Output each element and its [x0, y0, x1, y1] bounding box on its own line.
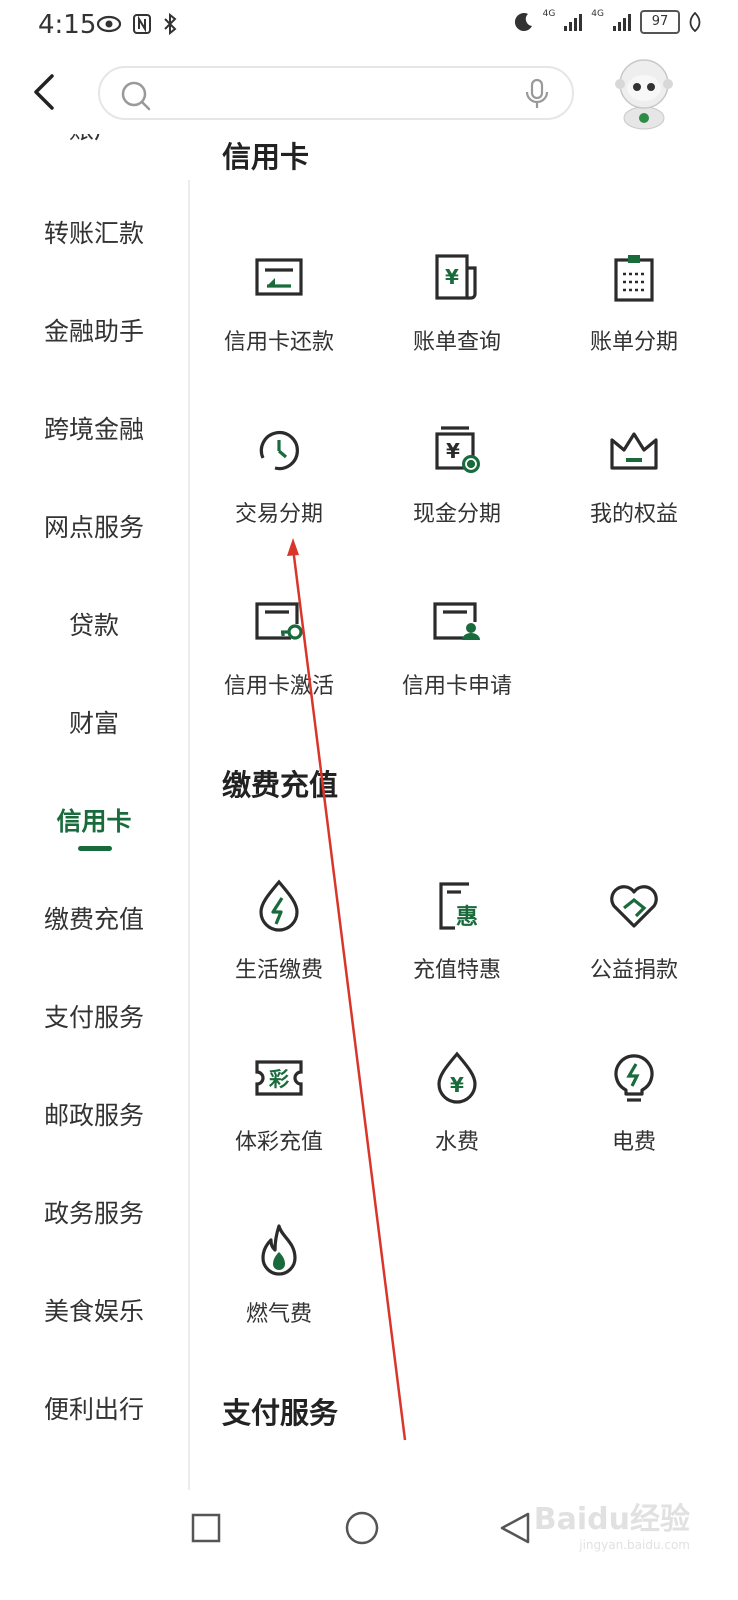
chevron-left-icon	[34, 74, 54, 110]
water-fee-button[interactable]: ¥ 水费	[369, 1050, 545, 1156]
section-title-payment: 缴费充值	[222, 768, 339, 802]
item-label: 生活缴费	[234, 958, 323, 983]
system-navigation-bar	[0, 1496, 738, 1560]
card-repay-icon	[255, 258, 303, 296]
water-drop-icon: ¥	[437, 1051, 477, 1104]
recharge-deal-icon: 惠	[439, 882, 478, 930]
card-activate-button[interactable]: 信用卡激活	[191, 594, 367, 700]
category-sidebar: 账户 转账汇款 金融助手 跨境金融 网点服务 贷款 财富 信用卡 缴费充值 支付…	[0, 134, 190, 1490]
lottery-icon: 彩	[255, 1060, 303, 1096]
bill-installment-icon	[614, 255, 654, 302]
back-nav-button[interactable]	[498, 1510, 532, 1546]
battery-indicator: 97	[640, 10, 680, 34]
card-activate-icon	[255, 602, 303, 640]
item-label: 交易分期	[234, 502, 323, 527]
svg-text:¥: ¥	[446, 439, 460, 463]
sidebar-item-pay-service[interactable]: 支付服务	[43, 1003, 144, 1032]
sidebar-item-payment-recharge[interactable]: 缴费充值	[43, 905, 144, 934]
bulb-icon	[614, 1054, 654, 1102]
bluetooth-icon	[164, 12, 177, 36]
item-label: 信用卡激活	[223, 674, 334, 699]
nav-divider	[188, 180, 190, 1490]
card-apply-button[interactable]: 信用卡申请	[369, 594, 545, 700]
cash-installment-button[interactable]: ¥ 现金分期	[369, 422, 545, 528]
item-label: 账单查询	[412, 330, 501, 355]
sidebar-item-credit-card[interactable]: 信用卡	[56, 807, 132, 836]
gas-fee-button[interactable]: 燃气费	[191, 1222, 367, 1328]
sidebar-item-branch-service[interactable]: 网点服务	[43, 513, 144, 542]
section-title-pay-service: 支付服务	[222, 1396, 339, 1430]
crown-icon	[610, 432, 658, 470]
nfc-icon	[133, 14, 151, 34]
signal-icon	[564, 14, 583, 31]
bill-installment-button[interactable]: 账单分期	[546, 250, 722, 356]
network-label: 4G	[542, 9, 556, 19]
lottery-recharge-button[interactable]: 彩 体彩充值	[191, 1050, 367, 1156]
card-apply-icon	[433, 602, 480, 640]
search-bar[interactable]	[98, 66, 574, 120]
charity-donation-button[interactable]: 公益捐款	[546, 878, 722, 984]
svg-text:¥: ¥	[450, 1073, 464, 1097]
recent-apps-button[interactable]	[190, 1512, 222, 1544]
item-label: 燃气费	[245, 1302, 312, 1327]
sidebar-item-cross-border[interactable]: 跨境金融	[43, 415, 144, 444]
moon-icon	[514, 13, 532, 32]
item-label: 账单分期	[589, 330, 678, 355]
cash-installment-icon: ¥	[435, 426, 480, 473]
section-title-credit-card: 信用卡	[222, 140, 310, 174]
bill-query-button[interactable]: ¥ 账单查询	[369, 250, 545, 356]
bill-query-icon: ¥	[435, 254, 477, 300]
item-label: 充值特惠	[412, 958, 501, 983]
transaction-installment-button[interactable]: 交易分期	[191, 422, 367, 528]
home-button[interactable]	[344, 1510, 380, 1546]
watermark-brand: Baidu经验	[533, 1502, 690, 1537]
sidebar-item-travel[interactable]: 便利出行	[43, 1395, 144, 1424]
lottery-glyph: 彩	[268, 1067, 289, 1091]
sidebar-item-food-entertainment[interactable]: 美食娱乐	[43, 1297, 144, 1326]
search-icon	[121, 81, 151, 111]
watermark-url: jingyan.baidu.com	[579, 1538, 690, 1552]
microphone-icon[interactable]	[524, 78, 550, 110]
charity-heart-icon	[610, 885, 658, 928]
sidebar-item-government[interactable]: 政务服务	[43, 1199, 144, 1228]
item-label: 公益捐款	[589, 958, 678, 983]
deal-glyph: 惠	[456, 905, 478, 930]
status-bar: 4:15 4G 4G 97	[0, 0, 738, 54]
network-label: 4G	[591, 9, 604, 19]
flame-icon	[261, 1224, 297, 1276]
card-repay-button[interactable]: 信用卡还款	[191, 250, 367, 356]
back-button[interactable]	[24, 70, 68, 114]
transaction-installment-icon	[259, 430, 299, 471]
item-label: 现金分期	[412, 502, 501, 527]
sidebar-item-wealth[interactable]: 财富	[68, 709, 119, 738]
life-payment-icon	[259, 879, 299, 932]
life-payment-button[interactable]: 生活缴费	[191, 878, 367, 984]
signal-icon	[613, 14, 631, 31]
active-nav-indicator	[78, 846, 112, 851]
sidebar-item-account[interactable]: 账户	[0, 134, 188, 146]
sidebar-item-finance-assistant[interactable]: 金融助手	[43, 317, 144, 346]
assistant-robot-avatar[interactable]	[612, 56, 676, 130]
sidebar-item-transfer[interactable]: 转账汇款	[43, 219, 144, 248]
item-label: 水费	[434, 1130, 479, 1155]
item-label: 信用卡申请	[401, 674, 512, 699]
sidebar-item-loan[interactable]: 贷款	[68, 611, 119, 640]
svg-text:¥: ¥	[445, 265, 459, 289]
sidebar-item-postal-service[interactable]: 邮政服务	[43, 1101, 144, 1130]
recharge-deal-button[interactable]: 惠 充值特惠	[369, 878, 545, 984]
eye-icon	[96, 15, 122, 33]
leaf-icon	[689, 12, 701, 32]
item-label: 体彩充值	[234, 1130, 323, 1155]
item-label: 信用卡还款	[223, 330, 334, 355]
electricity-fee-button[interactable]: 电费	[546, 1050, 722, 1156]
item-label: 我的权益	[589, 502, 678, 527]
my-benefits-button[interactable]: 我的权益	[546, 422, 722, 528]
search-input[interactable]	[160, 76, 504, 112]
status-time: 4:15	[38, 10, 97, 40]
baidu-watermark: Baidu经验 jingyan.baidu.com	[534, 1494, 690, 1552]
item-label: 电费	[611, 1130, 656, 1155]
